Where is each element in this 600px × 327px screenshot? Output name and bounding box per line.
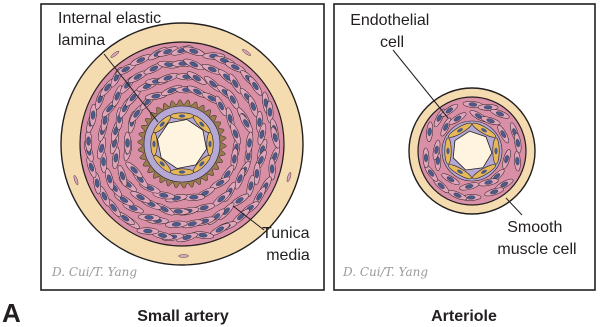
endothelial-nucleus	[179, 170, 185, 173]
muscle-nucleus	[189, 195, 198, 199]
muscle-nucleus	[257, 118, 261, 127]
fibroblast	[179, 255, 189, 258]
small-artery-caption: Small artery	[137, 308, 229, 325]
muscle-nucleus	[424, 154, 428, 162]
endothelial-cell	[445, 138, 451, 164]
panel-letter: A	[2, 298, 21, 327]
muscle-nucleus	[86, 137, 90, 146]
smooth-muscle-cell	[124, 132, 131, 154]
muscle-nucleus	[484, 105, 492, 109]
endothelial-cell	[493, 138, 499, 164]
endothelial-nucleus	[208, 141, 211, 147]
endothelial-nucleus	[179, 114, 185, 117]
endothelial-cell	[151, 132, 157, 155]
artist-signature-arteriole: D. Cui/T. Yang	[342, 265, 428, 279]
muscle-nucleus	[270, 165, 274, 174]
endothelial-cell	[170, 113, 193, 119]
smooth-muscle-cell	[423, 148, 430, 168]
artist-signature-artery: D. Cui/T. Yang	[51, 265, 137, 279]
endothelial-cell	[207, 132, 213, 155]
endothelial-cell	[170, 169, 193, 175]
arteriole-cross-section	[409, 88, 535, 214]
arteriole-caption: Arteriole	[431, 308, 497, 325]
muscle-nucleus	[125, 139, 129, 148]
endothelial-nucleus	[152, 141, 155, 147]
endothelial-nucleus	[446, 148, 449, 154]
endothelial-nucleus	[494, 148, 497, 154]
